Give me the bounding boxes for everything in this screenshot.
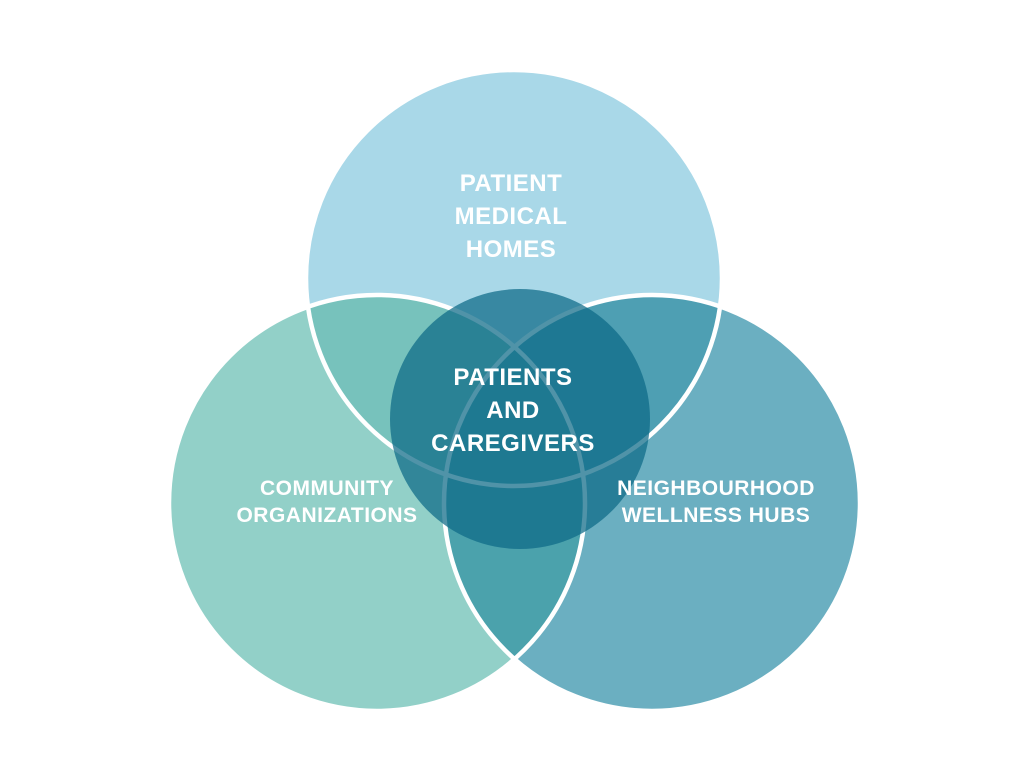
label-patient-medical-homes: PATIENT MEDICAL HOMES bbox=[454, 170, 568, 263]
label-community-organizations: COMMUNITY ORGANIZATIONS bbox=[236, 477, 418, 527]
label-neighbourhood-wellness-hubs: NEIGHBOURHOOD WELLNESS HUBS bbox=[617, 477, 815, 527]
label-patients-and-caregivers: PATIENTS AND CAREGIVERS bbox=[431, 364, 595, 457]
circle-patients-and-caregivers bbox=[390, 289, 650, 549]
